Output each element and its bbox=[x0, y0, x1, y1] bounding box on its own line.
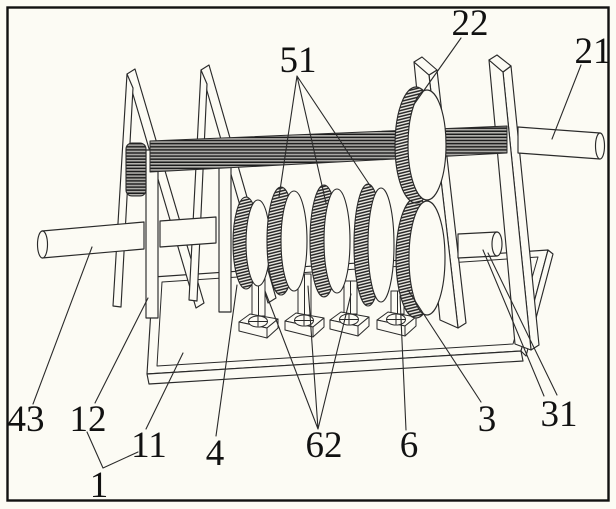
pedestal-1 bbox=[238, 313, 279, 339]
worm-wheels bbox=[232, 183, 395, 307]
leader-62-fan bbox=[264, 285, 352, 430]
ref-label-22: 22 bbox=[452, 3, 489, 44]
worm-wheel-2 bbox=[266, 186, 308, 296]
leader-43 bbox=[32, 246, 93, 405]
worm-wheel-3 bbox=[309, 184, 351, 298]
ref-label-3: 3 bbox=[478, 399, 497, 440]
leader-6 bbox=[399, 295, 407, 431]
leader-11 bbox=[145, 352, 184, 430]
ref-label-31: 31 bbox=[541, 394, 578, 435]
ref-label-11: 11 bbox=[131, 425, 167, 466]
upper-large-gear bbox=[394, 86, 447, 204]
ref-label-4: 4 bbox=[206, 433, 225, 474]
pedestal-2 bbox=[284, 312, 325, 338]
leader-3 bbox=[407, 289, 482, 403]
ref-label-12: 12 bbox=[70, 399, 107, 440]
leader-51-fan bbox=[278, 75, 372, 204]
leader-31-fan bbox=[482, 249, 558, 397]
leader-4 bbox=[215, 284, 238, 437]
leader-lines bbox=[32, 37, 582, 469]
pedestal-blocks bbox=[238, 311, 417, 339]
pedestal-3 bbox=[329, 311, 370, 337]
worm-shaft-end-stub bbox=[125, 142, 147, 197]
ref-label-51: 51 bbox=[280, 40, 317, 81]
ref-label-43: 43 bbox=[8, 399, 45, 440]
leader-21 bbox=[551, 64, 582, 140]
ref-label-1: 1 bbox=[90, 465, 109, 506]
right-shaft-stub bbox=[457, 231, 503, 259]
ref-label-21: 21 bbox=[575, 31, 612, 72]
leader-12 bbox=[94, 297, 149, 404]
leader-1-bracket bbox=[86, 431, 139, 469]
worm-wheel-1 bbox=[232, 196, 271, 290]
leader-22 bbox=[414, 37, 462, 104]
ref-label-6: 6 bbox=[400, 425, 419, 466]
ref-label-62: 62 bbox=[306, 425, 343, 466]
figure-border bbox=[6, 6, 610, 502]
worm-wheel-4 bbox=[353, 183, 395, 307]
right-output-shaft bbox=[517, 126, 606, 160]
lower-large-gear bbox=[395, 197, 446, 319]
left-shaft bbox=[36, 216, 217, 259]
